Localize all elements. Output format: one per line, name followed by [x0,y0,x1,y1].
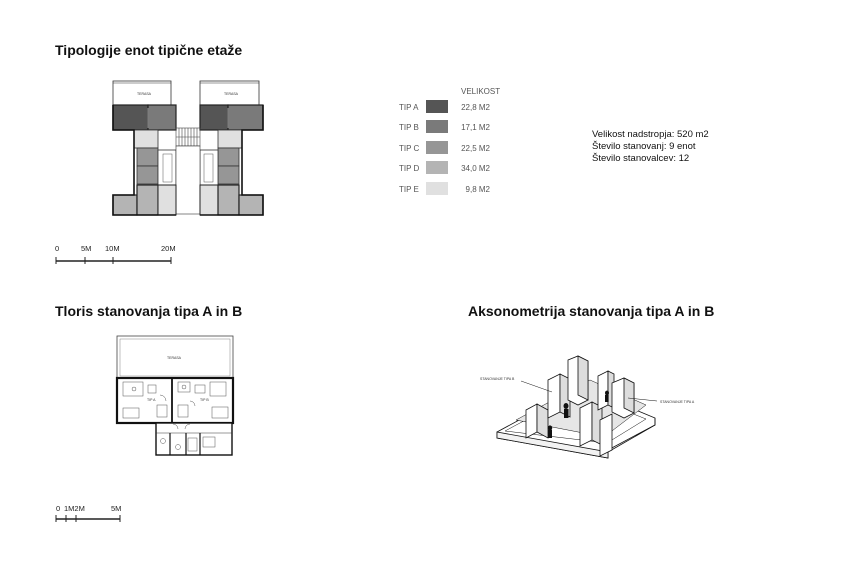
floor-size-text: Velikost nadstropja: 520 m2 [592,129,709,140]
legend-label: TIP A [399,103,419,112]
legend-header: VELIKOST [461,87,501,96]
scale1-label-5m: 5M [81,244,92,253]
typical-floor-plan: TERASA TERASA [112,80,264,216]
unit-b-left [147,104,177,131]
scale-bar-1 [55,257,172,264]
legend-row-tip-c: TIP C 22,5 M2 [399,141,519,155]
legend-swatch [426,141,448,154]
legend-label: TIP C [399,144,420,153]
legend-row-tip-e: TIP E 9,8 M2 [399,182,519,196]
scale-bar-2 [55,515,121,522]
tip-b-label: TIP B [200,398,209,402]
unit-count-text: Število stanovanj: 9 enot [592,141,696,152]
legend-value: 17,1 M2 [461,123,490,132]
unit-a-left [112,104,149,131]
terrace-big [116,335,234,379]
scale2-label-1m2m: 1M2M [64,504,85,513]
tip-a-label: TIP A [147,398,156,402]
legend-row-tip-a: TIP A 22,8 M2 [399,100,519,114]
axo-label-tip-a: STANOVANJE TIPA A [660,400,695,404]
legend-row-tip-d: TIP D 34,0 M2 [399,161,519,175]
legend-value: 9,8 M2 [465,185,490,194]
scale1-label-10m: 10M [105,244,120,253]
legend-label: TIP D [399,164,420,173]
legend-swatch [426,182,448,195]
legend-row-tip-b: TIP B 17,1 M2 [399,120,519,134]
legend-value: 34,0 M2 [461,164,490,173]
terrace-left-label: TERASA [137,92,152,96]
legend-swatch [426,120,448,133]
terrace-left [112,80,172,106]
axonometry-heading: Aksonometrija stanovanja tipa A in B [468,303,715,319]
unit-a-right [199,104,229,131]
stair-core [175,127,201,147]
unit-b-right [227,104,264,131]
legend-value: 22,5 M2 [461,144,490,153]
legend-label: TIP E [399,185,419,194]
scale1-label-20m: 20M [161,244,176,253]
floor-info: Velikost nadstropja: 520 m2 Število stan… [592,129,709,165]
legend-swatch [426,100,448,113]
legend-label: TIP B [399,123,419,132]
legend-swatch [426,161,448,174]
floorplan-ab: TERASA TIP A TIP B [115,335,235,456]
scale1-label-0: 0 [55,244,60,253]
terrace-big-label: TERASA [167,356,182,360]
typologies-heading: Tipologije enot tipične etaže [55,42,243,58]
terrace-right-label: TERASA [224,92,239,96]
scale2-label-5m: 5M [111,504,122,513]
legend-value: 22,8 M2 [461,103,490,112]
axo-label-tip-b: STANOVANJE TIPA B [480,377,515,381]
floorplan-heading: Tloris stanovanja tipa A in B [55,303,243,319]
scale2-label-0: 0 [56,504,61,513]
resident-count-text: Število stanovalcev: 12 [592,153,690,164]
axonometry-drawing [496,355,658,459]
